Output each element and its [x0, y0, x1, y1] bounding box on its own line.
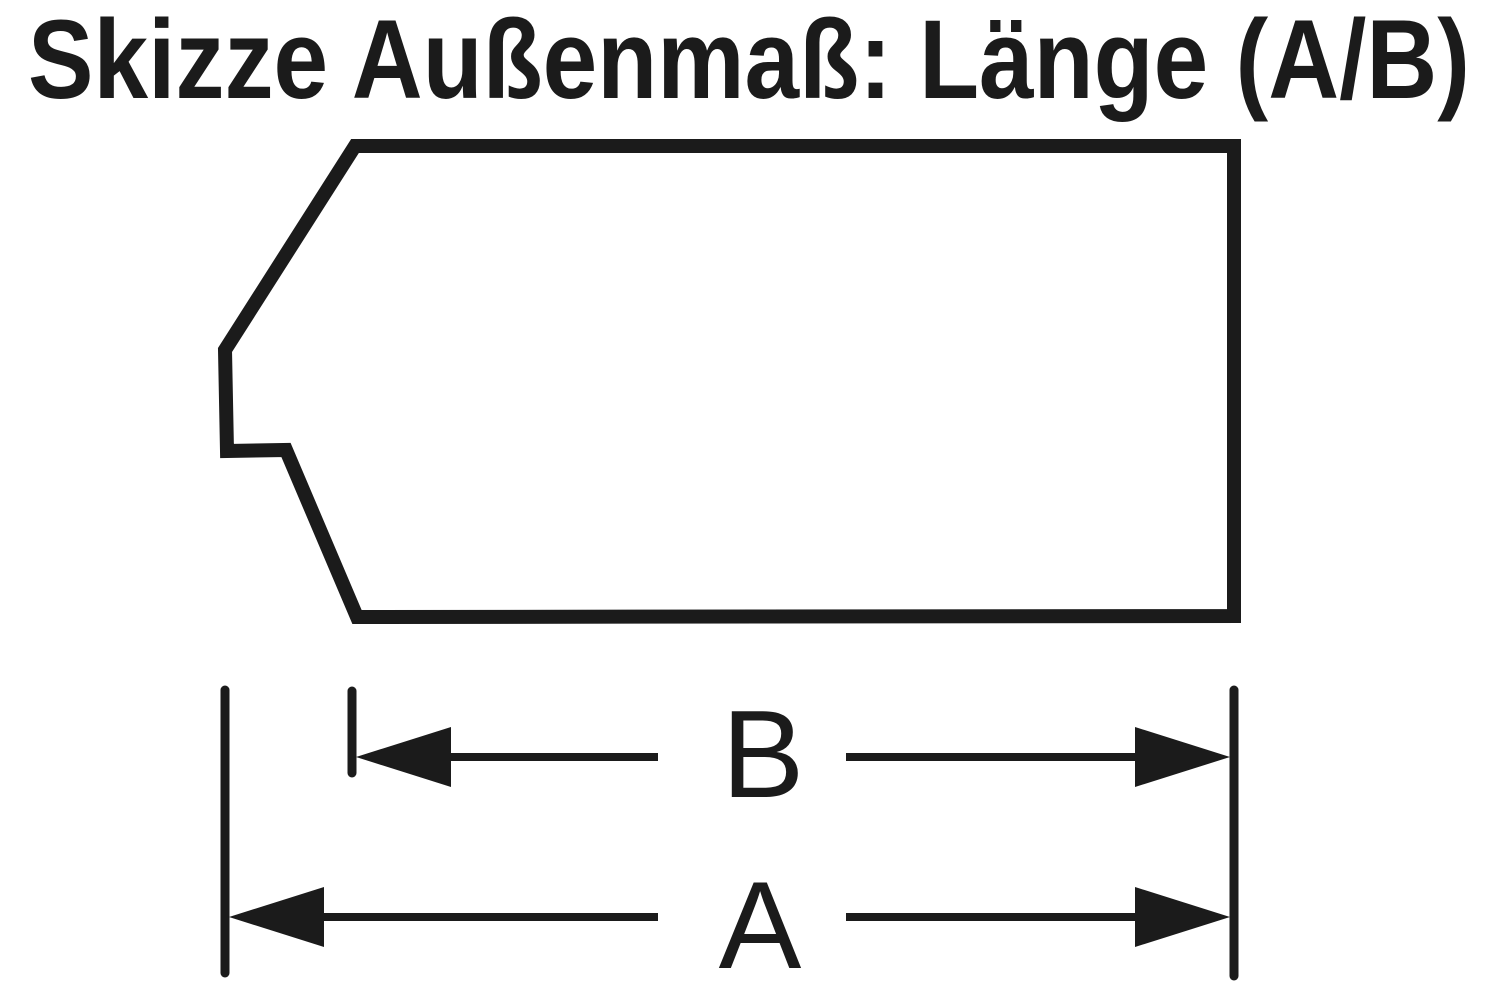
extension-lines — [220, 685, 1239, 981]
dimension-label-a: A — [719, 857, 802, 995]
dimension-a: A — [229, 857, 1230, 995]
bin-profile-outline — [217, 139, 1241, 625]
dimension-b-arrowhead-left — [356, 727, 451, 787]
dimension-b-arrowhead-right — [1135, 727, 1230, 787]
dimension-label-b: B — [722, 686, 805, 824]
dimension-b: B — [356, 686, 1230, 824]
dimension-a-arrowhead-right — [1135, 887, 1230, 947]
dimension-a-arrowhead-left — [229, 887, 324, 947]
page-title: Skizze Außenmaß: Länge (A/B) — [28, 0, 1470, 122]
